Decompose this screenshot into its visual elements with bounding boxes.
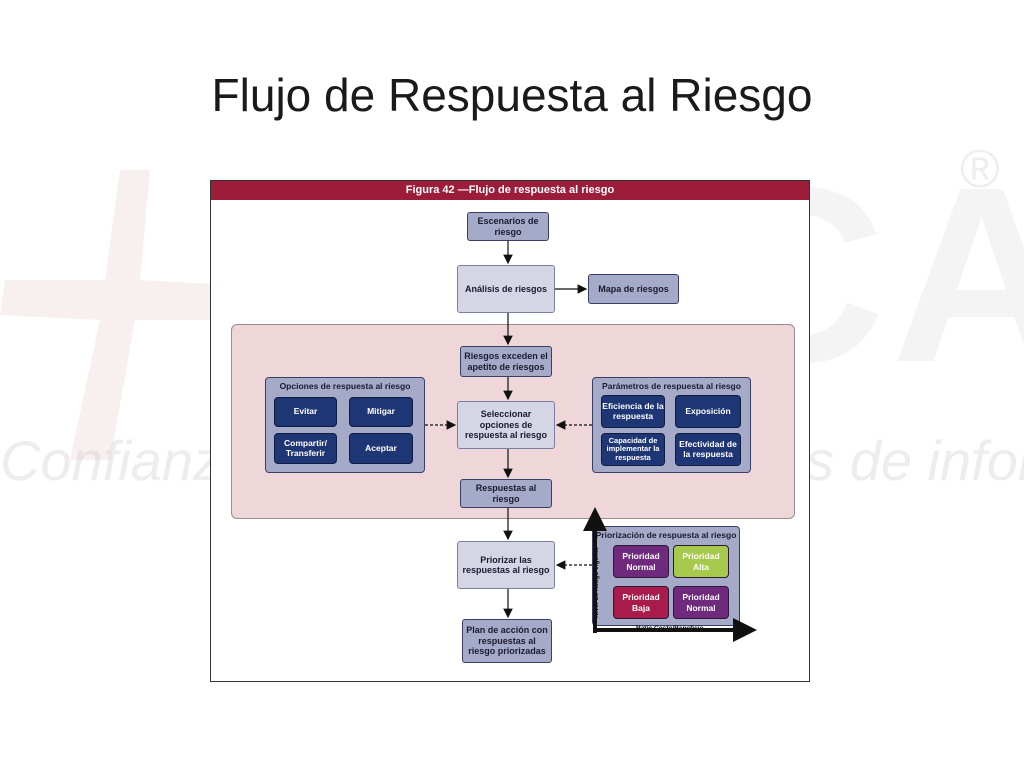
node-exceden: Riesgos exceden el apetito de riesgos bbox=[460, 346, 552, 377]
param-efectividad: Efectividad de la respuesta bbox=[675, 433, 741, 466]
priorizacion-panel-title: Priorización de respuesta al riesgo bbox=[595, 530, 737, 540]
option-mitigar: Mitigar bbox=[349, 397, 413, 427]
node-seleccionar: Seleccionar opciones de respuesta al rie… bbox=[457, 401, 555, 449]
quadrant-bottom-right: Prioridad Normal bbox=[673, 586, 729, 619]
option-evitar: Evitar bbox=[274, 397, 337, 427]
parametros-panel: Parámetros de respuesta al riesgo Eficie… bbox=[592, 377, 751, 473]
opciones-panel: Opciones de respuesta al riesgo Evitar M… bbox=[265, 377, 425, 473]
flow-arrows bbox=[425, 241, 757, 642]
quadrant-top-right: Prioridad Alta bbox=[673, 545, 729, 578]
param-capacidad: Capacidad de implementar la respuesta bbox=[601, 433, 665, 466]
quadrant-bottom-left: Prioridad Baja bbox=[613, 586, 669, 619]
watermark-cross-icon bbox=[0, 170, 230, 460]
option-aceptar: Aceptar bbox=[349, 433, 413, 464]
node-mapa: Mapa de riesgos bbox=[588, 274, 679, 304]
node-escenarios: Escenarios de riesgo bbox=[467, 212, 549, 241]
option-compartir: Compartir/ Transferir bbox=[274, 433, 337, 464]
opciones-panel-title: Opciones de respuesta al riesgo bbox=[279, 381, 411, 391]
param-exposicion: Exposición bbox=[675, 395, 741, 428]
figure-frame: Figura 42 —Flujo de respuesta al riesgo … bbox=[210, 180, 810, 682]
node-plan: Plan de acción con respuestas al riesgo … bbox=[462, 619, 552, 663]
param-eficiencia: Eficiencia de la respuesta bbox=[601, 395, 665, 428]
figure-header: Figura 42 —Flujo de respuesta al riesgo bbox=[211, 181, 809, 200]
node-respuestas: Respuestas al riesgo bbox=[460, 479, 552, 508]
slide-title: Flujo de Respuesta al Riesgo bbox=[211, 69, 813, 121]
watermark-registered-mark: ® bbox=[960, 139, 1000, 199]
node-analisis: Análisis de riesgos bbox=[457, 265, 555, 313]
parametros-panel-title: Parámetros de respuesta al riesgo bbox=[602, 381, 741, 391]
priorizacion-panel: Priorización de respuesta al riesgo Prio… bbox=[592, 526, 740, 626]
quadrant-top-left: Prioridad Normal bbox=[613, 545, 669, 578]
node-priorizar: Priorizar las respuestas al riesgo bbox=[457, 541, 555, 589]
